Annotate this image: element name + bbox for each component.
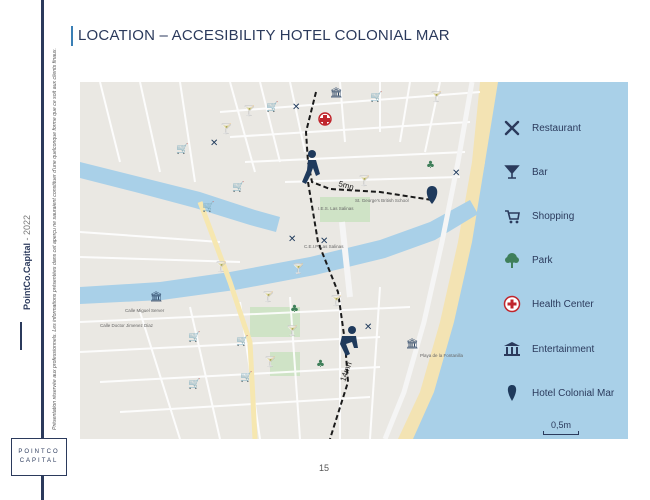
bar-icon: 🍸 — [220, 122, 232, 135]
hotel-pin-icon — [498, 382, 526, 404]
legend-item-restaurant: Restaurant — [498, 117, 581, 139]
bar-icon: 🍸 — [243, 104, 255, 117]
sidebar-rule — [41, 0, 44, 500]
map-label-street: Calle Miguel Server — [125, 308, 165, 313]
sidebar-brand: PointCo.Capital - 2022 — [14, 160, 32, 310]
legend-item-park: Park — [498, 249, 553, 271]
disclaimer-text: Présentation réservée aux professionnels… — [52, 48, 58, 430]
bar-icon: 🍸 — [358, 174, 370, 187]
park-markers: ♣ ♣ ♣ — [290, 160, 435, 370]
scale-bar — [543, 431, 579, 435]
legend-label: Shopping — [532, 210, 575, 222]
shopping-icon: 🛒 — [232, 180, 244, 193]
shopping-icon: 🛒 — [266, 100, 278, 113]
river-north — [80, 162, 280, 232]
legend-label: Hotel Colonial Mar — [532, 387, 615, 399]
bar-icon: 🍸 — [330, 294, 342, 307]
walking-route-1 — [304, 91, 433, 201]
page-number: 15 — [319, 463, 330, 473]
entertainment-icon: 🏛 — [330, 87, 343, 99]
bridge — [339, 221, 353, 298]
shopping-icon: 🛒 — [176, 142, 188, 155]
legend-label: Bar — [532, 166, 548, 178]
logo-line-1: POINTCO — [18, 449, 60, 455]
entertainment-icon: 🏛 — [406, 338, 419, 350]
walking-route-2 — [307, 181, 350, 439]
walker-icon — [340, 326, 358, 356]
legend-label: Health Center — [532, 298, 594, 310]
restaurant-icon: ✕ — [288, 234, 296, 245]
brand-year: - 2022 — [22, 214, 32, 241]
map-label-street: Calle Doctor Jimenez Diaz — [100, 323, 154, 328]
legend-item-hotel: Hotel Colonial Mar — [498, 382, 614, 404]
legend-label: Entertainment — [532, 343, 595, 355]
logo-line-2: CAPITAL — [19, 458, 59, 464]
entertainment-icon: 🏛 — [150, 291, 163, 303]
hotel-pin-icon — [426, 186, 438, 204]
legend-item-health-center: Health Center — [498, 293, 594, 315]
street-grid — [80, 82, 481, 439]
sidebar-divider — [20, 322, 22, 350]
coastal-road — [382, 82, 475, 439]
bar-icon: 🍸 — [215, 260, 227, 273]
bar-icon: 🍸 — [286, 324, 298, 337]
bar-icon: 🍸 — [264, 355, 276, 368]
restaurant-icon: ✕ — [364, 322, 372, 333]
legend-item-shopping: Shopping — [498, 205, 574, 227]
health-center-icon — [498, 293, 526, 315]
legend-label: Park — [532, 254, 553, 266]
park-icon: ♣ — [316, 359, 325, 370]
location-map: Calle Doctor Jimenez Diaz Calle Miguel S… — [80, 82, 628, 439]
bar-icon: 🍸 — [262, 290, 274, 303]
legend-item-bar: Bar — [498, 161, 548, 183]
river-main — [80, 200, 478, 304]
restaurant-icon: ✕ — [210, 138, 218, 149]
map-label-school: I.E.S. Las Salinas — [318, 206, 354, 211]
bar-icon — [498, 161, 526, 183]
health-center-icon — [318, 112, 332, 126]
scale-label: 0,5m — [551, 420, 572, 430]
park-icon: ♣ — [290, 304, 299, 315]
shopping-icon: 🛒 — [202, 200, 214, 213]
company-logo: POINTCO CAPITAL — [11, 438, 67, 476]
page-title: LOCATION – ACCESIBILITY HOTEL COLONIAL M… — [78, 27, 450, 44]
map-label-beach: Playa de la Fontanilla — [420, 353, 464, 358]
restaurant-icon: ✕ — [452, 168, 460, 179]
map-label-school: C.E.I.P. Las Salinas — [304, 244, 344, 249]
shopping-icon: 🛒 — [236, 334, 248, 347]
shopping-icon: 🛒 — [240, 370, 252, 383]
restaurant-icon: ✕ — [292, 102, 300, 113]
title-accent — [71, 26, 73, 46]
shopping-icon — [498, 205, 526, 227]
main-road — [197, 201, 258, 439]
park-icon — [498, 249, 526, 271]
restaurant-icon — [498, 117, 526, 139]
bar-icon: 🍸 — [292, 262, 304, 275]
entertainment-icon — [498, 338, 526, 360]
park-area — [320, 197, 370, 222]
map-canvas: Calle Doctor Jimenez Diaz Calle Miguel S… — [80, 82, 628, 439]
bar-icon: 🍸 — [430, 90, 442, 103]
walker-icon — [302, 150, 320, 184]
sea — [410, 82, 628, 439]
poi-icons: 🍸 🍸 🍸 🍸 🍸 🍸 🍸 🍸 🍸 🍸 🛒 🛒 🛒 🛒 🛒 🛒 🛒 🛒 🛒 🏛 … — [150, 87, 460, 390]
legend-item-entertainment: Entertainment — [498, 338, 594, 360]
park-icon: ♣ — [426, 160, 435, 171]
map-label-school: St. George's British School — [355, 198, 409, 203]
legend-label: Restaurant — [532, 122, 581, 134]
shopping-icon: 🛒 — [370, 90, 382, 103]
shopping-icon: 🛒 — [188, 377, 200, 390]
shopping-icon: 🛒 — [188, 330, 200, 343]
beach — [398, 82, 498, 439]
walk-time-5: 5mn — [337, 179, 354, 192]
brand-name: PointCo.Capital — [22, 243, 32, 310]
restaurant-icon: ✕ — [320, 236, 328, 247]
